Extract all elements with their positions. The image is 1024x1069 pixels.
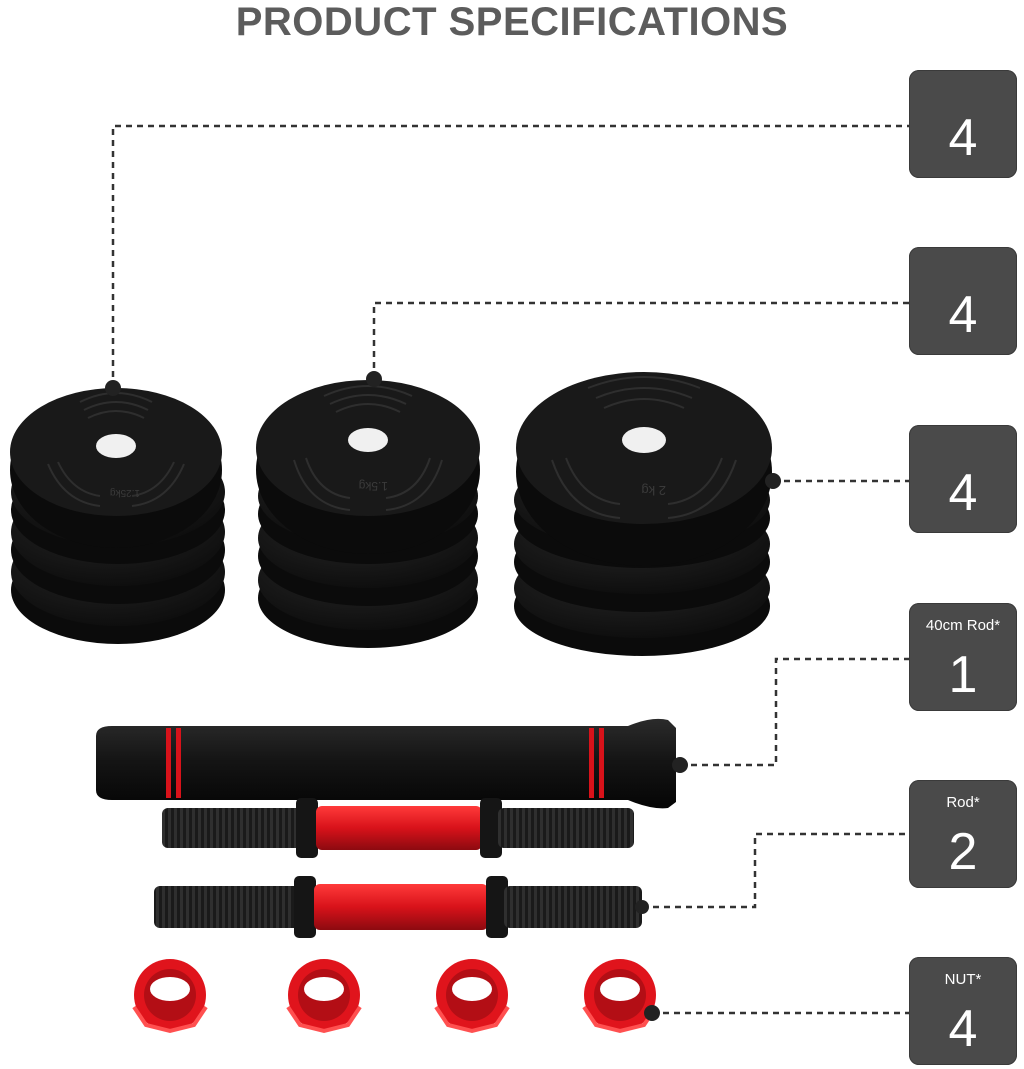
small-plate-stack: 1.25kg: [10, 380, 225, 644]
leader-rod: [680, 657, 909, 767]
callout-count: 1: [948, 646, 978, 704]
leader-small-plates: [111, 124, 909, 388]
leader-medium-plates: [372, 301, 909, 379]
nut-1: [132, 959, 208, 1034]
callout-label: 40cm Rod*: [925, 617, 1001, 634]
callout-count: 4: [948, 1000, 978, 1058]
callout-label: NUT*: [944, 971, 982, 988]
callout-count: 4: [948, 109, 978, 167]
large-plate-stack: 2 kg: [514, 372, 781, 656]
handle-rod-2: [154, 876, 649, 938]
callout-handle-rods: Rod* 2: [909, 780, 1017, 888]
medium-plate-stack: 1.5kg: [256, 371, 480, 648]
connecting-rod: [96, 718, 688, 809]
callout-count: 4: [948, 464, 978, 522]
callout-nuts: NUT* 4: [909, 957, 1017, 1065]
callout-large-plates: 4: [909, 425, 1017, 533]
callout-rod: 40cm Rod* 1: [909, 603, 1017, 711]
large-plate-marking: 2 kg: [641, 483, 666, 498]
handle-rod-1: [162, 798, 634, 858]
callout-small-plates: 4: [909, 70, 1017, 178]
medium-plate-marking: 1.5kg: [359, 479, 388, 493]
nut-4: [582, 959, 658, 1034]
callout-count: 2: [948, 823, 978, 881]
callout-medium-plates: 4: [909, 247, 1017, 355]
callout-count: 4: [948, 286, 978, 344]
page-title: PRODUCT SPECIFICATIONS: [235, 0, 789, 44]
leader-lines: [111, 124, 909, 1015]
nuts: [132, 959, 660, 1034]
nut-3: [434, 959, 510, 1034]
nut-2: [286, 959, 362, 1034]
leader-handles: [642, 832, 909, 909]
callout-label: Rod*: [946, 794, 980, 811]
small-plate-marking: 1.25kg: [110, 487, 140, 498]
